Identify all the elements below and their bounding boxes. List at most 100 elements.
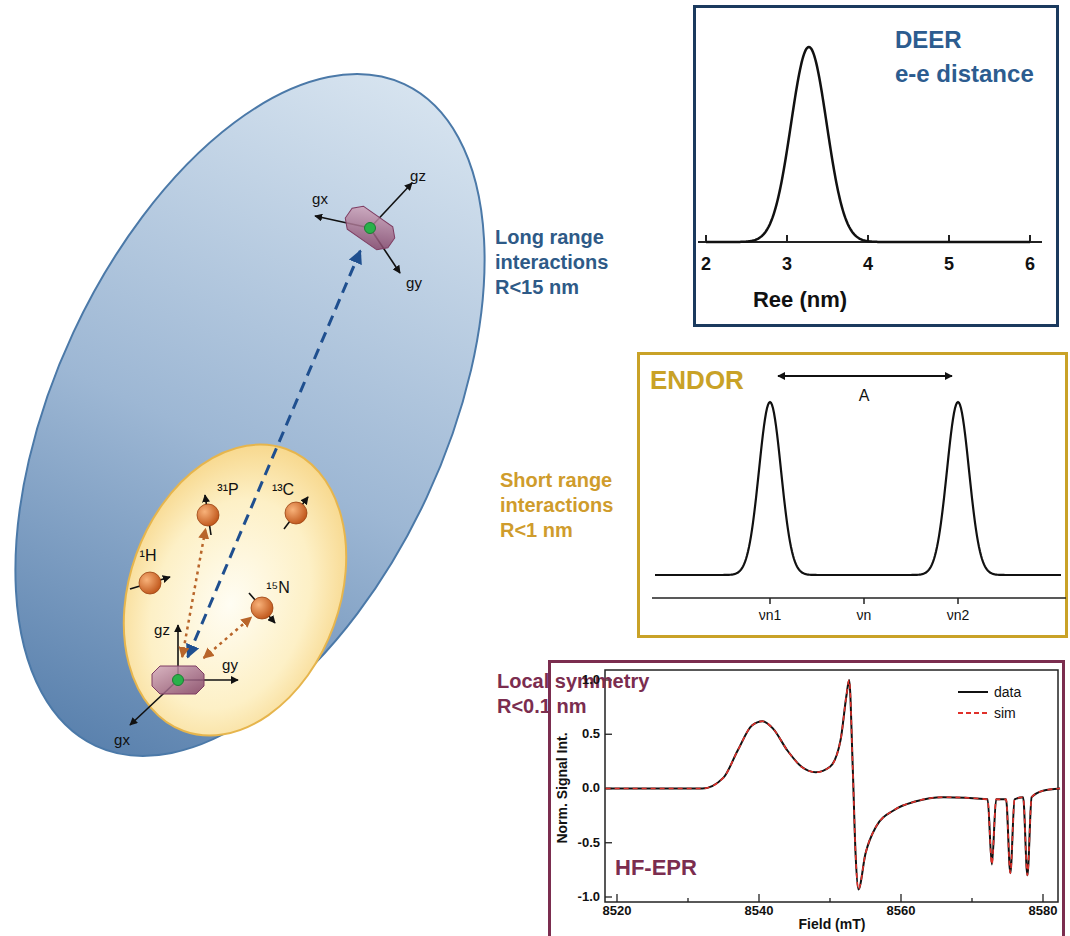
endor-panel: ENDOR Aνn1 νn νn2 (637, 352, 1068, 638)
nucleus-sphere (197, 504, 219, 526)
x-axis (652, 597, 1066, 599)
long-range-ellipse: Long range interactions R<15 nmgzgxgySho… (15, 74, 485, 756)
tick-label: 8560 (887, 903, 916, 919)
isotope-label: ¹⁵N (266, 578, 290, 598)
tick-label: 6 (1025, 253, 1035, 276)
axis-tick (957, 598, 959, 604)
tick-label: -1.0 (578, 889, 600, 905)
isotope-label: ¹³C (272, 480, 294, 500)
nuclear-spin-outline (196, 503, 220, 527)
spin-arrow (284, 497, 308, 529)
plot-group (605, 670, 1060, 902)
panel-title: ENDOR (650, 364, 744, 397)
panel-frame (550, 662, 1064, 936)
axis-tick (971, 898, 972, 902)
legend-item: sim (958, 705, 1016, 721)
legend-text: data (994, 684, 1021, 700)
nuclear-spin-outline (138, 571, 162, 595)
molecule-group (130, 625, 238, 725)
legend-sample (958, 687, 988, 697)
axis-tick (758, 894, 759, 902)
tick-label: 1.0 (582, 672, 600, 688)
axis-tick (605, 734, 612, 735)
frequency-label: νn1 (759, 607, 782, 625)
panel-plot (637, 352, 1068, 638)
panel-frame (639, 354, 1067, 637)
data-trace (606, 680, 1060, 889)
radical-molecule: Local symmetry R<0.1 nmgzgygx (146, 660, 210, 700)
tick-label: 8540 (745, 903, 774, 919)
legend-line (958, 691, 988, 693)
axis-label: gx (114, 731, 130, 750)
frequency-label: νn (857, 607, 872, 625)
plot-frame (605, 670, 1058, 902)
plot-group (652, 376, 1066, 604)
deer-panel: DEERe-e distance23456Ree (nm) (693, 5, 1059, 327)
nuclear-spin: ¹⁵N (250, 596, 274, 620)
axis-label: gy (222, 656, 238, 675)
tick-label: 4 (863, 253, 873, 276)
tick-label: 0.5 (582, 726, 600, 742)
axis-tick (769, 598, 771, 604)
radical-molecule-outline (341, 208, 399, 248)
unpaired-electron (173, 675, 184, 686)
region-ellipse (0, 2, 581, 828)
axis-tick (605, 842, 612, 843)
frequency-label: νn2 (947, 607, 970, 625)
coupling-arrow (778, 375, 952, 377)
nuclear-spin: ¹³C (284, 501, 308, 525)
nuclear-spin: ³¹P (196, 503, 220, 527)
axis-label: gz (410, 167, 426, 186)
panel-subtitle: e-e distance (895, 59, 1034, 89)
legend-text: sim (994, 705, 1016, 721)
panel-title: DEER (895, 25, 962, 55)
tick-label: 3 (782, 253, 792, 276)
panel-plot (548, 660, 1065, 936)
axis-tick (863, 598, 865, 604)
nucleus-sphere (251, 597, 273, 619)
unpaired-electron (365, 223, 376, 234)
legend-sample (958, 708, 988, 718)
panel-frame (695, 7, 1058, 326)
tick-label: 0.0 (582, 780, 600, 796)
molecule-octagon (341, 202, 400, 255)
isotope-label: ¹H (140, 546, 157, 566)
axis-title: Ree (nm) (753, 286, 847, 314)
molecule-group (315, 183, 412, 273)
axis-tick (900, 894, 901, 902)
legend-line (958, 712, 988, 714)
axis-tick (605, 896, 612, 897)
axis-tick (829, 898, 830, 902)
isotope-label: ³¹P (217, 480, 238, 500)
axis-label: gy (406, 274, 422, 293)
axis-tick (1042, 894, 1043, 902)
axis-tick (605, 679, 612, 680)
nuclear-spin-outline (250, 596, 274, 620)
region-ellipse (85, 413, 385, 767)
hf-epr-panel: HF-EPRNorm. Signal Int.1.00.50.0-0.5-1.0… (548, 660, 1065, 936)
molecule-octagon (152, 666, 204, 694)
range-label: Short range interactions R<1 nm (500, 468, 635, 543)
axis-title: Field (mT) (799, 916, 866, 934)
axis-title: Norm. Signal Int. (554, 732, 572, 843)
panel-plot (693, 5, 1059, 327)
nuclear-spin-outline (284, 501, 308, 525)
axis-tick (786, 235, 788, 242)
range-label: Local symmetry R<0.1 nm (497, 669, 662, 719)
distance-distribution (706, 47, 1030, 242)
range-label: Long range interactions R<15 nm (495, 225, 630, 300)
nucleus-sphere (139, 572, 161, 594)
axis-tick (616, 894, 617, 902)
panel-title: HF-EPR (615, 854, 697, 882)
nuclear-spin: ¹H (138, 571, 162, 595)
coupling-label: A (859, 386, 870, 406)
axis-label: gx (312, 190, 328, 209)
spin-arrow (249, 593, 275, 623)
plot-group (698, 47, 1042, 242)
radical-molecule-outline (146, 660, 210, 700)
axis-tick (687, 898, 688, 902)
tick-label: 8520 (603, 903, 632, 919)
tick-label: 5 (944, 253, 954, 276)
